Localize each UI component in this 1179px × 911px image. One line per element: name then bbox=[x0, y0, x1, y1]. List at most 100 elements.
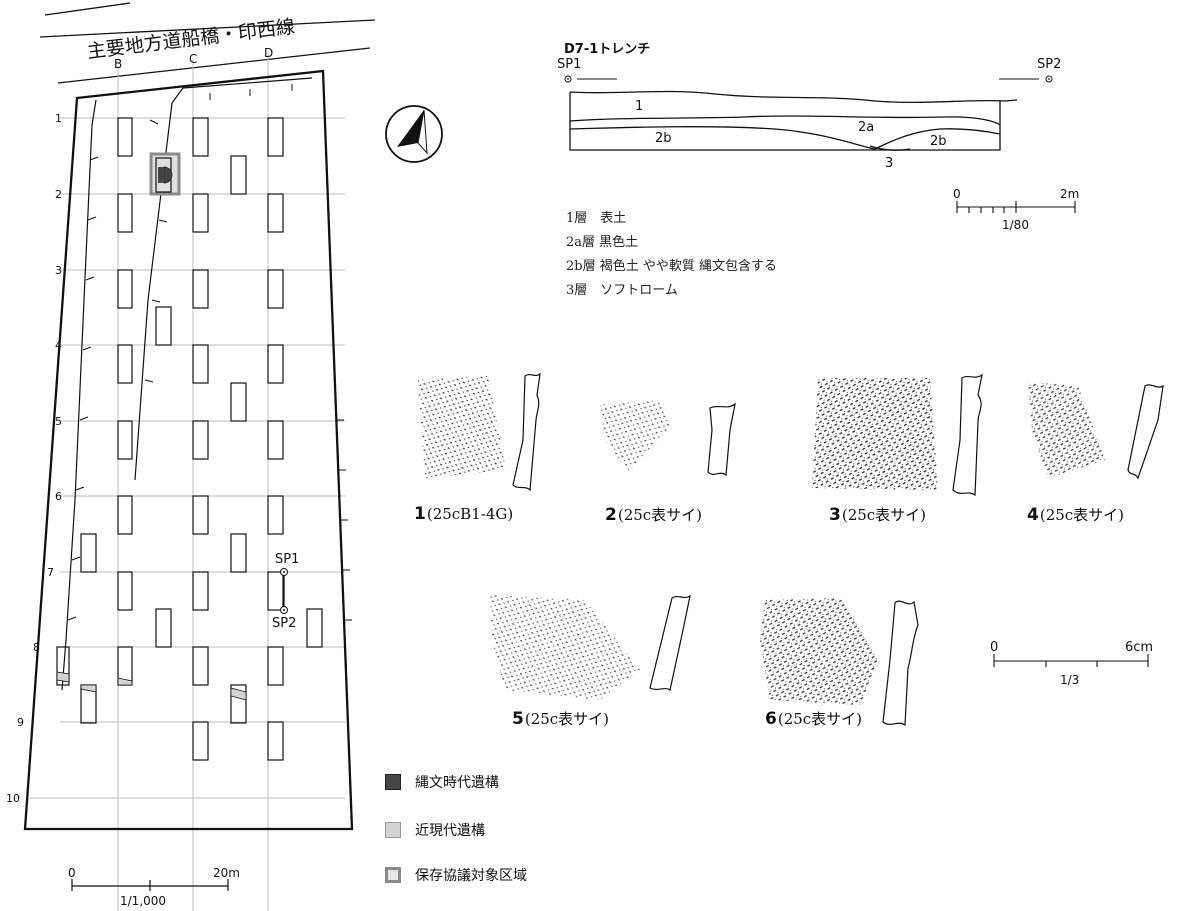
grid-row-label: 10 bbox=[6, 792, 20, 805]
artifact-4-drawing bbox=[1028, 382, 1164, 480]
artifact-number: 3 bbox=[829, 505, 841, 525]
grid-row-label: 3 bbox=[55, 264, 62, 277]
trench bbox=[192, 571, 209, 611]
artifact-1-drawing bbox=[418, 372, 541, 492]
trench bbox=[117, 193, 133, 233]
trench bbox=[230, 155, 247, 195]
layer-boundary-1 bbox=[569, 115, 1001, 126]
grid-row-label: 7 bbox=[47, 566, 54, 579]
artifact-provenance: (25c表サイ) bbox=[617, 506, 703, 524]
trench bbox=[306, 608, 323, 648]
layer-tag: 2b bbox=[930, 134, 947, 149]
artifact-caption: 4(25c表サイ) bbox=[1027, 504, 1124, 525]
grid-row-label: 2 bbox=[55, 188, 62, 201]
legend-swatch-jomon bbox=[385, 774, 401, 790]
layer-description: 2b層 褐色土 やや軟質 縄文包含する bbox=[566, 259, 777, 274]
trench bbox=[117, 117, 133, 157]
trench bbox=[230, 684, 247, 724]
grid-row-label: 5 bbox=[55, 415, 62, 428]
jomon-feature bbox=[163, 166, 173, 184]
jomon-feature bbox=[158, 167, 164, 183]
trench bbox=[267, 269, 284, 309]
layer-description: 2a層 黒色土 bbox=[566, 235, 639, 250]
layer-tag: 2b bbox=[655, 131, 672, 146]
trench bbox=[192, 269, 209, 309]
artifact-number: 6 bbox=[765, 709, 777, 729]
trench bbox=[267, 495, 284, 535]
trench-scale-max: 2m bbox=[1060, 187, 1079, 201]
layer-description: 1層 表土 bbox=[566, 211, 627, 226]
layer-tag: 1 bbox=[635, 99, 643, 114]
legend-label: 保存協議対象区域 bbox=[415, 868, 527, 884]
site-plan-map: 主要地方道船橋・印西線 B C D 1 2 3 4 5 bbox=[6, 2, 376, 911]
trench bbox=[117, 344, 133, 384]
artifact-number: 5 bbox=[512, 709, 524, 729]
layer-tag: 3 bbox=[885, 156, 893, 171]
artifact-number: 4 bbox=[1027, 505, 1039, 525]
artifact-caption: 5(25c表サイ) bbox=[512, 708, 609, 729]
artifact-caption: 2(25c表サイ) bbox=[605, 504, 702, 525]
legend-item-preservation: 保存協議対象区域 bbox=[385, 865, 527, 885]
artifact-provenance: (25c表サイ) bbox=[841, 506, 927, 524]
ground-surface bbox=[569, 90, 1018, 104]
slope-edge-line bbox=[134, 77, 313, 481]
artifact-scale-max: 6cm bbox=[1125, 640, 1153, 655]
artifact-number: 2 bbox=[605, 505, 617, 525]
artifact-drawings bbox=[418, 372, 1164, 727]
artifact-2-drawing bbox=[600, 400, 736, 477]
site-boundary bbox=[23, 69, 354, 831]
artifact-provenance: (25c表サイ) bbox=[524, 710, 610, 728]
trench-scale-ratio: 1/80 bbox=[1002, 218, 1029, 232]
section-sp2-label: SP2 bbox=[1037, 57, 1061, 72]
grid-row-label: 6 bbox=[55, 490, 62, 503]
map-scale-max: 20m bbox=[213, 866, 240, 880]
layer-boundary-2b bbox=[869, 145, 911, 151]
artifact-caption: 3(25c表サイ) bbox=[829, 504, 926, 525]
trench bbox=[192, 117, 209, 157]
artifact-scale-zero: 0 bbox=[990, 640, 998, 655]
trench-scale-zero: 0 bbox=[953, 187, 961, 201]
trench bbox=[267, 646, 284, 686]
trench bbox=[192, 344, 209, 384]
section-sp1-label: SP1 bbox=[557, 57, 581, 72]
trench-title: D7-1トレンチ bbox=[564, 42, 651, 57]
trench bbox=[267, 571, 284, 611]
slope-ticks bbox=[67, 84, 352, 621]
map-scale-ratio: 1/1,000 bbox=[120, 894, 166, 908]
artifact-provenance: (25c表サイ) bbox=[1039, 506, 1125, 524]
trench bbox=[192, 193, 209, 233]
trench bbox=[267, 193, 284, 233]
artifact-provenance: (25c表サイ) bbox=[777, 710, 863, 728]
layer-boundary-3 bbox=[874, 128, 1001, 150]
map-scale-bar bbox=[71, 879, 229, 891]
modern-features bbox=[56, 671, 247, 701]
grid-col-label: B bbox=[114, 57, 122, 71]
trench bbox=[117, 571, 133, 611]
legend-item-jomon: 縄文時代遺構 bbox=[385, 772, 499, 792]
trench bbox=[192, 495, 209, 535]
artifact-caption: 6(25c表サイ) bbox=[765, 708, 862, 729]
artifact-scale-bar: 0 6cm 1/3 bbox=[990, 640, 1153, 687]
trench bbox=[230, 533, 247, 573]
map-scale-zero: 0 bbox=[68, 866, 76, 880]
artifact-number: 1 bbox=[414, 504, 426, 524]
artifact-scale-ratio: 1/3 bbox=[1060, 673, 1079, 687]
trench bbox=[267, 420, 284, 460]
artifact-5-drawing bbox=[490, 594, 691, 700]
trench bbox=[267, 721, 284, 761]
layer-tag: 2a bbox=[858, 120, 874, 135]
grid-row-label: 9 bbox=[17, 716, 24, 729]
legend-item-modern: 近現代遺構 bbox=[385, 820, 485, 840]
trench bbox=[117, 269, 133, 309]
trench bbox=[192, 721, 209, 761]
legend-label: 近現代遺構 bbox=[415, 823, 485, 839]
trench bbox=[117, 420, 133, 460]
trench-section-drawing: SP1 SP2 1 2a 2b 2b 3 bbox=[557, 57, 1061, 171]
trench-scale-bar: 0 2m 1/80 bbox=[953, 187, 1079, 232]
north-arrow-icon bbox=[385, 105, 443, 163]
trench bbox=[155, 608, 172, 648]
artifact-caption: 1(25cB1-4G) bbox=[414, 504, 513, 524]
legend-swatch-preservation bbox=[385, 867, 401, 883]
grid-col-label: D bbox=[264, 46, 273, 60]
